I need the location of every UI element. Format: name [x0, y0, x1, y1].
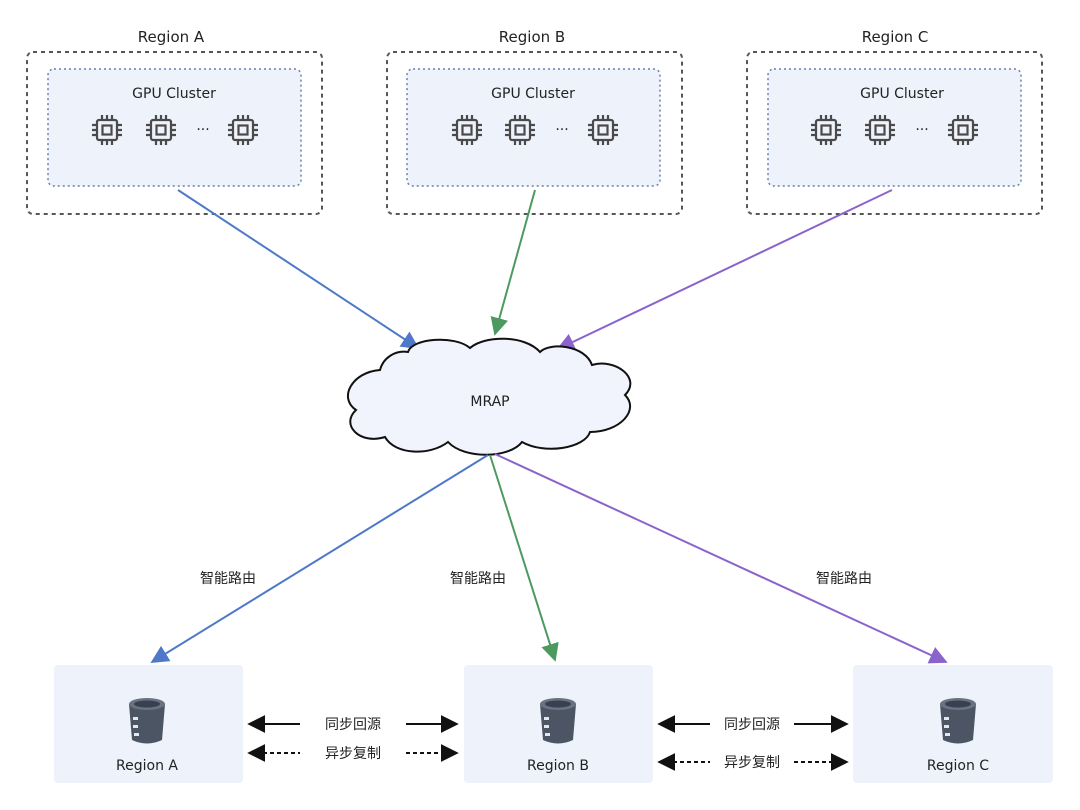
storage-region-label: Region A — [116, 758, 178, 774]
top-region-b: Region B GPU Cluster ··· — [386, 28, 683, 215]
region-title: Region A — [138, 28, 205, 46]
mrap-label: MRAP — [470, 394, 509, 410]
cloud-icon — [347, 337, 632, 456]
gpu-cluster-label: GPU Cluster — [491, 86, 575, 102]
arrow-cluster-c-to-mrap — [556, 189, 893, 351]
gpu-cluster-label: GPU Cluster — [132, 86, 216, 102]
ellipsis: ··· — [196, 122, 209, 138]
sync-label: 同步回源 — [724, 717, 780, 733]
top-region-a: Region A GPU Cluster ··· — [26, 28, 323, 215]
route-arrow-to-region-b — [489, 454, 559, 662]
async-label: 异步复制 — [724, 754, 780, 771]
gpu-cluster-panel — [406, 68, 661, 187]
storage-bucket-icon — [940, 698, 976, 744]
bottom-region-a: Region A — [54, 665, 243, 783]
sync-label: 同步回源 — [325, 717, 381, 733]
bottom-region-c: Region C — [853, 665, 1053, 783]
route-label: 智能路由 — [450, 571, 506, 587]
region-title: Region C — [862, 28, 929, 46]
route-label: 智能路由 — [816, 571, 872, 587]
link-a-b: 同步回源 异步复制 — [247, 715, 459, 762]
top-region-c: Region C GPU Cluster ··· — [746, 28, 1043, 215]
bottom-region-b: Region B — [464, 665, 653, 783]
gpu-cluster-label: GPU Cluster — [860, 86, 944, 102]
route-arrow-to-region-c — [494, 453, 948, 664]
mrap-hub: MRAP — [347, 337, 632, 456]
storage-region-label: Region B — [527, 758, 589, 774]
route-label: 智能路由 — [200, 571, 256, 587]
region-boundary — [386, 51, 683, 215]
gpu-cluster-panel — [47, 68, 302, 187]
route-arrow-to-region-a — [150, 454, 489, 663]
storage-region-label: Region C — [927, 758, 989, 774]
storage-bucket-icon — [129, 698, 165, 744]
arrow-cluster-a-to-mrap — [177, 189, 420, 349]
region-boundary — [746, 51, 1043, 215]
async-label: 异步复制 — [325, 745, 381, 762]
link-b-c: 同步回源 异步复制 — [657, 715, 849, 771]
gpu-cluster-panel — [767, 68, 1022, 187]
ellipsis: ··· — [555, 122, 568, 138]
region-title: Region B — [499, 28, 565, 46]
region-boundary — [26, 51, 323, 215]
ellipsis: ··· — [915, 122, 928, 138]
storage-bucket-icon — [540, 698, 576, 744]
arrow-cluster-b-to-mrap — [490, 189, 536, 336]
